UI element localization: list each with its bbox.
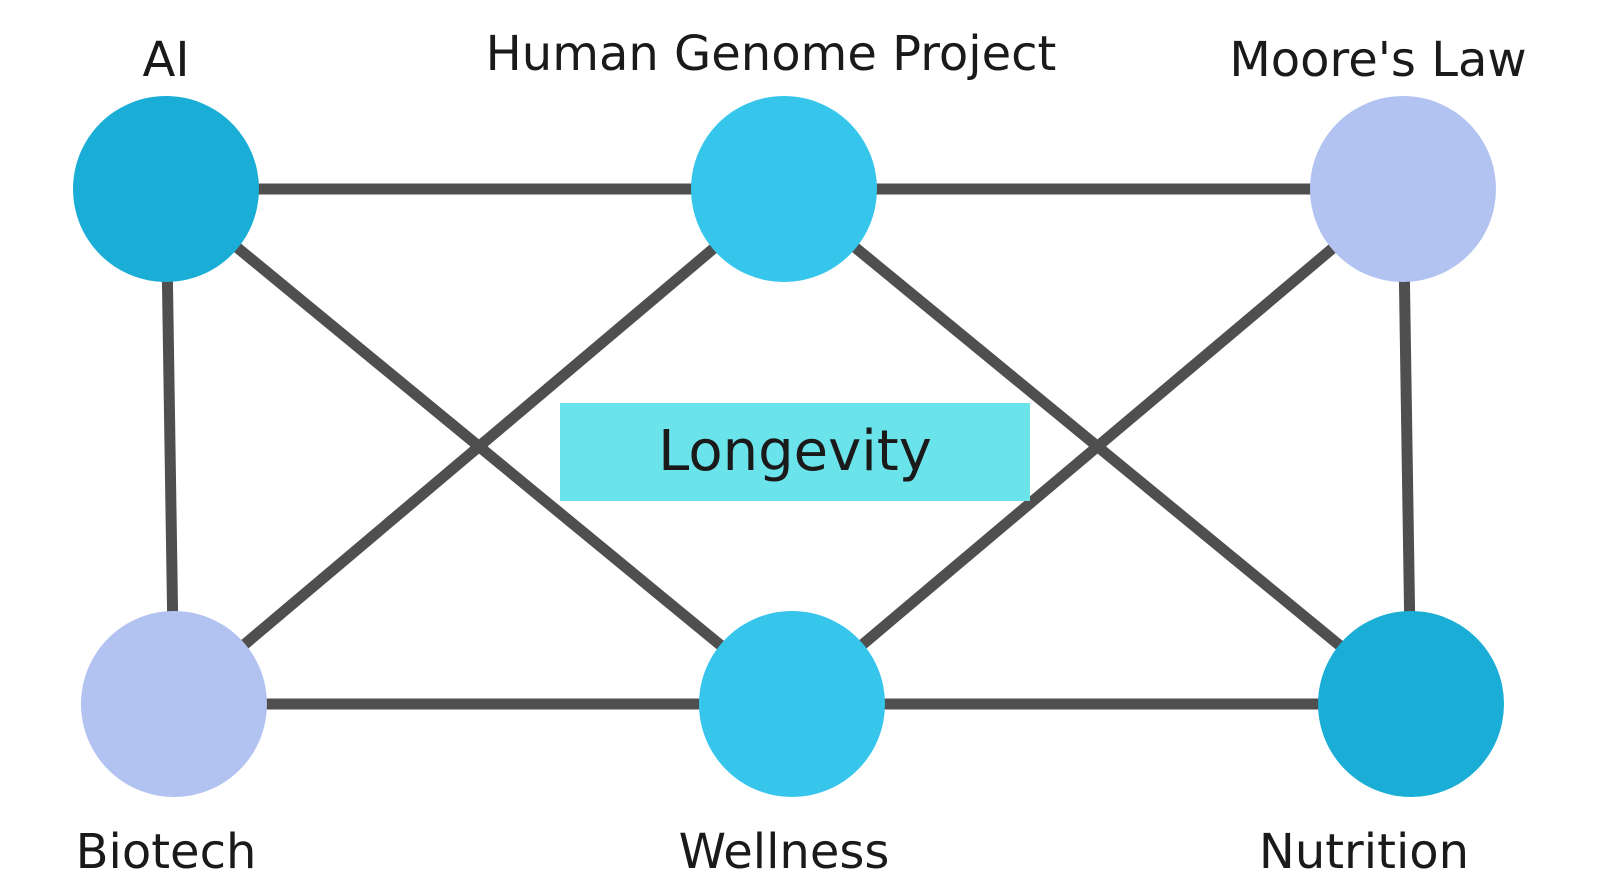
- node-hgp: Human Genome Project: [486, 26, 1057, 282]
- center-box-background: [560, 403, 1030, 501]
- node-label-wellness: Wellness: [679, 824, 890, 880]
- edge-hgp-biotech: [170, 184, 788, 709]
- node-label-ai: AI: [143, 32, 190, 88]
- node-ai: AI: [73, 32, 259, 282]
- center-box: Longevity: [560, 403, 1030, 501]
- node-circle-ai: [73, 96, 259, 282]
- nodes-layer: AI Human Genome Project Moore's LawBiotech…: [73, 26, 1527, 880]
- node-circle-nutrition: [1318, 611, 1504, 797]
- node-circle-wellness: [699, 611, 885, 797]
- node-nutrition: Nutrition: [1259, 611, 1504, 880]
- center-label: Longevity: [658, 419, 932, 484]
- node-label-hgp: Human Genome Project: [486, 26, 1057, 82]
- node-circle-biotech: [81, 611, 267, 797]
- node-wellness: Wellness: [679, 611, 890, 880]
- node-biotech: Biotech: [76, 611, 267, 880]
- node-label-biotech: Biotech: [76, 824, 257, 880]
- node-moore: Moore's Law: [1229, 32, 1527, 282]
- node-circle-hgp: [691, 96, 877, 282]
- node-circle-moore: [1310, 96, 1496, 282]
- edge-moore-wellness: [788, 184, 1407, 709]
- node-label-moore: Moore's Law: [1229, 32, 1526, 88]
- node-label-nutrition: Nutrition: [1259, 824, 1469, 880]
